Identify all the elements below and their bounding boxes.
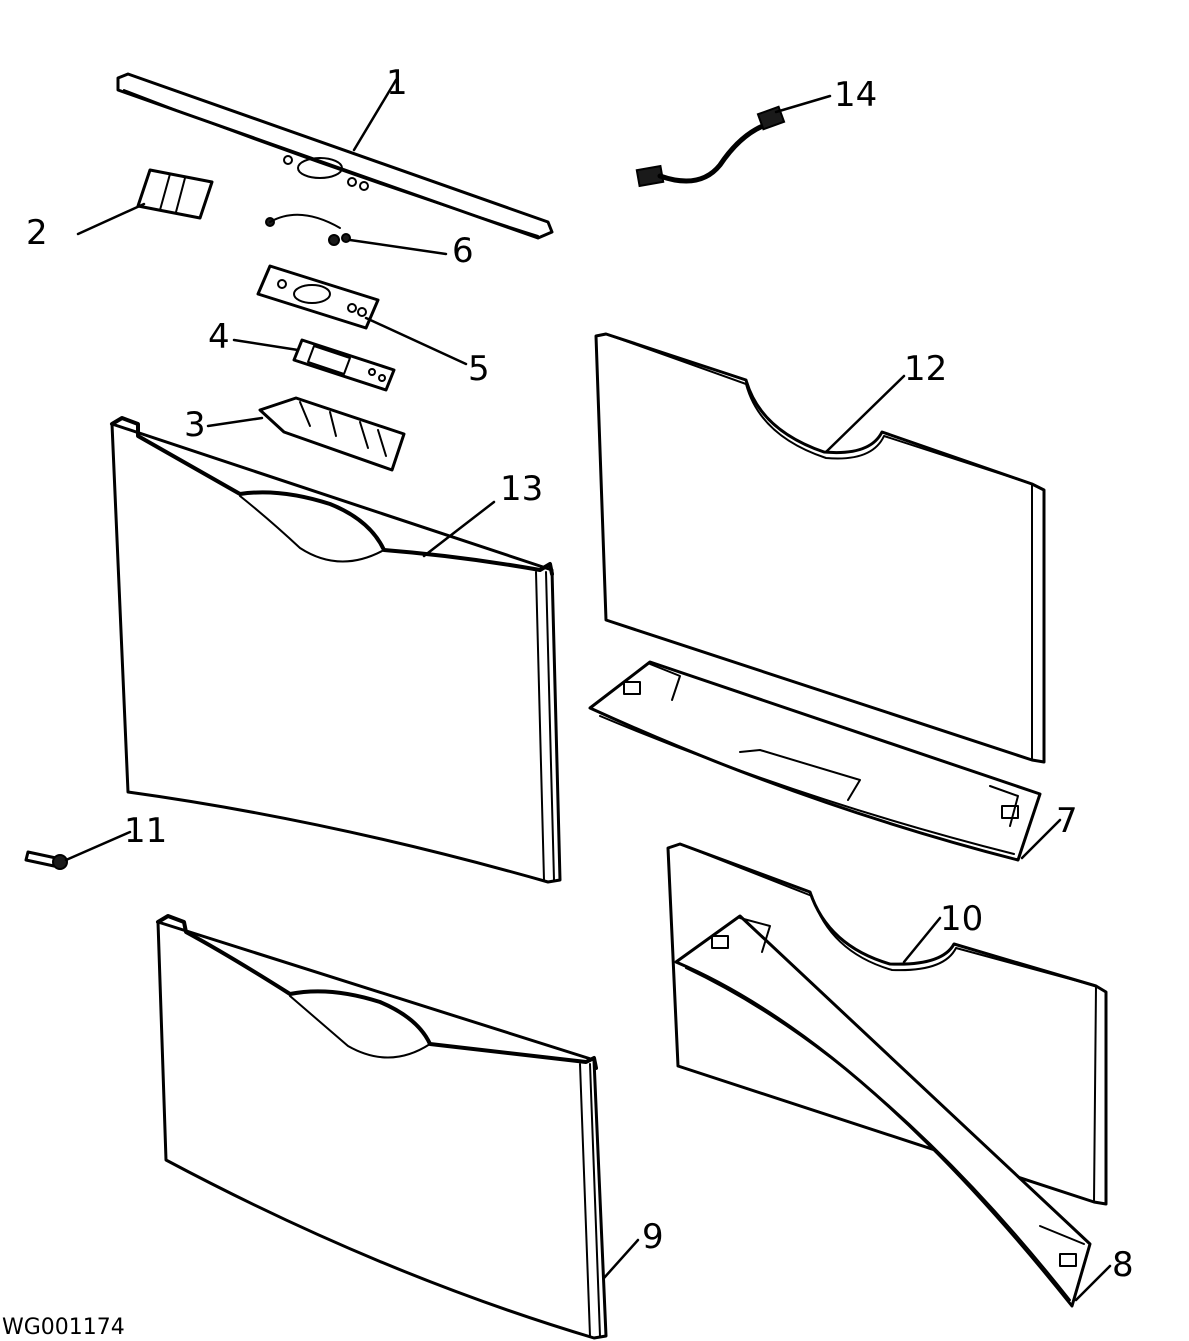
callout-4: 4	[208, 317, 230, 357]
callout-labels: 1 14 2 6 5 4 3 12 13 11 7 10 9 8 WG00117…	[2, 63, 1134, 1340]
part-13-upper-door-panel	[110, 416, 562, 884]
part-12-upper-insulation	[594, 332, 1046, 764]
part-2-bracket	[136, 168, 214, 220]
callout-2: 2	[26, 213, 48, 253]
part-3-housing	[258, 396, 406, 472]
leader-lines	[64, 78, 1112, 1302]
callout-6: 6	[452, 231, 474, 271]
part-10-lower-insulation	[666, 842, 1108, 1206]
figure-code: WG001174	[2, 1315, 125, 1340]
callout-13: 13	[500, 469, 543, 509]
callout-14: 14	[834, 75, 877, 115]
part-4-display-panel	[292, 338, 396, 392]
callout-5: 5	[468, 349, 490, 389]
callout-9: 9	[642, 1217, 664, 1257]
callout-7: 7	[1056, 801, 1078, 841]
part-14-wire-harness	[635, 105, 786, 188]
part-6-switch	[265, 213, 351, 246]
callout-8: 8	[1112, 1245, 1134, 1285]
part-7-upper-liner	[588, 660, 1042, 862]
callout-10: 10	[940, 899, 983, 939]
callout-3: 3	[184, 405, 206, 445]
callout-12: 12	[904, 349, 947, 389]
part-9-lower-door-panel	[156, 914, 608, 1340]
callout-1: 1	[386, 63, 408, 103]
part-8-lower-liner	[674, 914, 1092, 1308]
part-11-screw	[24, 850, 68, 870]
callout-11: 11	[124, 811, 167, 851]
part-5-control-board	[256, 264, 380, 330]
part-1-console-trim	[116, 72, 554, 240]
